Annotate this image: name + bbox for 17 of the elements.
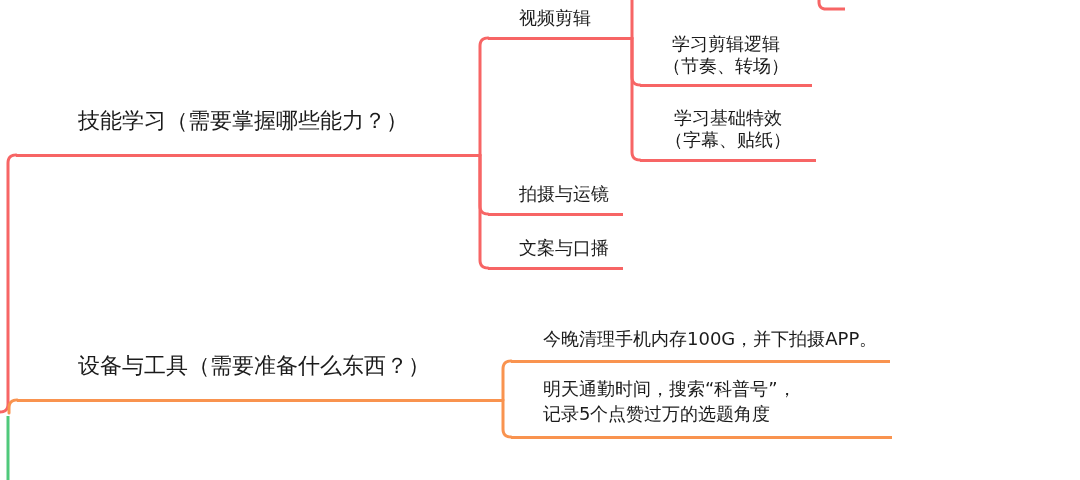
connector-line bbox=[478, 36, 490, 157]
connector-line bbox=[501, 398, 513, 439]
topic-text: 视频剪辑 bbox=[519, 6, 591, 30]
connector-line bbox=[630, 36, 642, 162]
topic-text: 拍摄与运镜 bbox=[519, 182, 609, 206]
topic-text: 设备与工具（需要准备什么东西？） bbox=[78, 353, 430, 379]
connector-line bbox=[630, 0, 634, 40]
topic-text: 明天通勤时间，搜索“科普号”，记录5个点赞过万的选题角度 bbox=[543, 377, 797, 426]
connector-line bbox=[0, 153, 18, 414]
topic-text: 文案与口播 bbox=[519, 236, 609, 260]
topic-text: 今晚清理手机内存100G，并下拍摄APP。 bbox=[543, 327, 878, 351]
connector-line bbox=[478, 153, 490, 270]
topic-text: 学习剪辑逻辑（节奏、转场） bbox=[662, 33, 790, 77]
connector-line bbox=[501, 359, 513, 402]
topic-text: 学习基础特效（字幕、贴纸） bbox=[664, 107, 792, 151]
topic-text: 技能学习（需要掌握哪些能力？） bbox=[78, 108, 408, 134]
connector-line bbox=[7, 398, 19, 415]
